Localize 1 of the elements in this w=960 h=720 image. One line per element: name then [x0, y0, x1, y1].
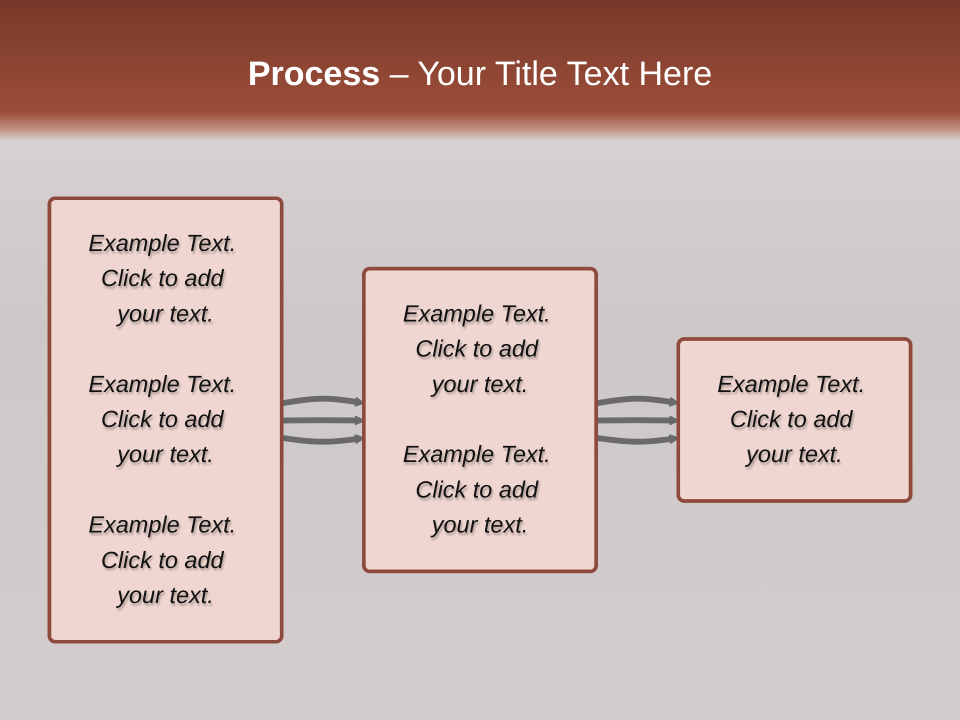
title: Process – Your Title Text Here	[246, 54, 714, 95]
